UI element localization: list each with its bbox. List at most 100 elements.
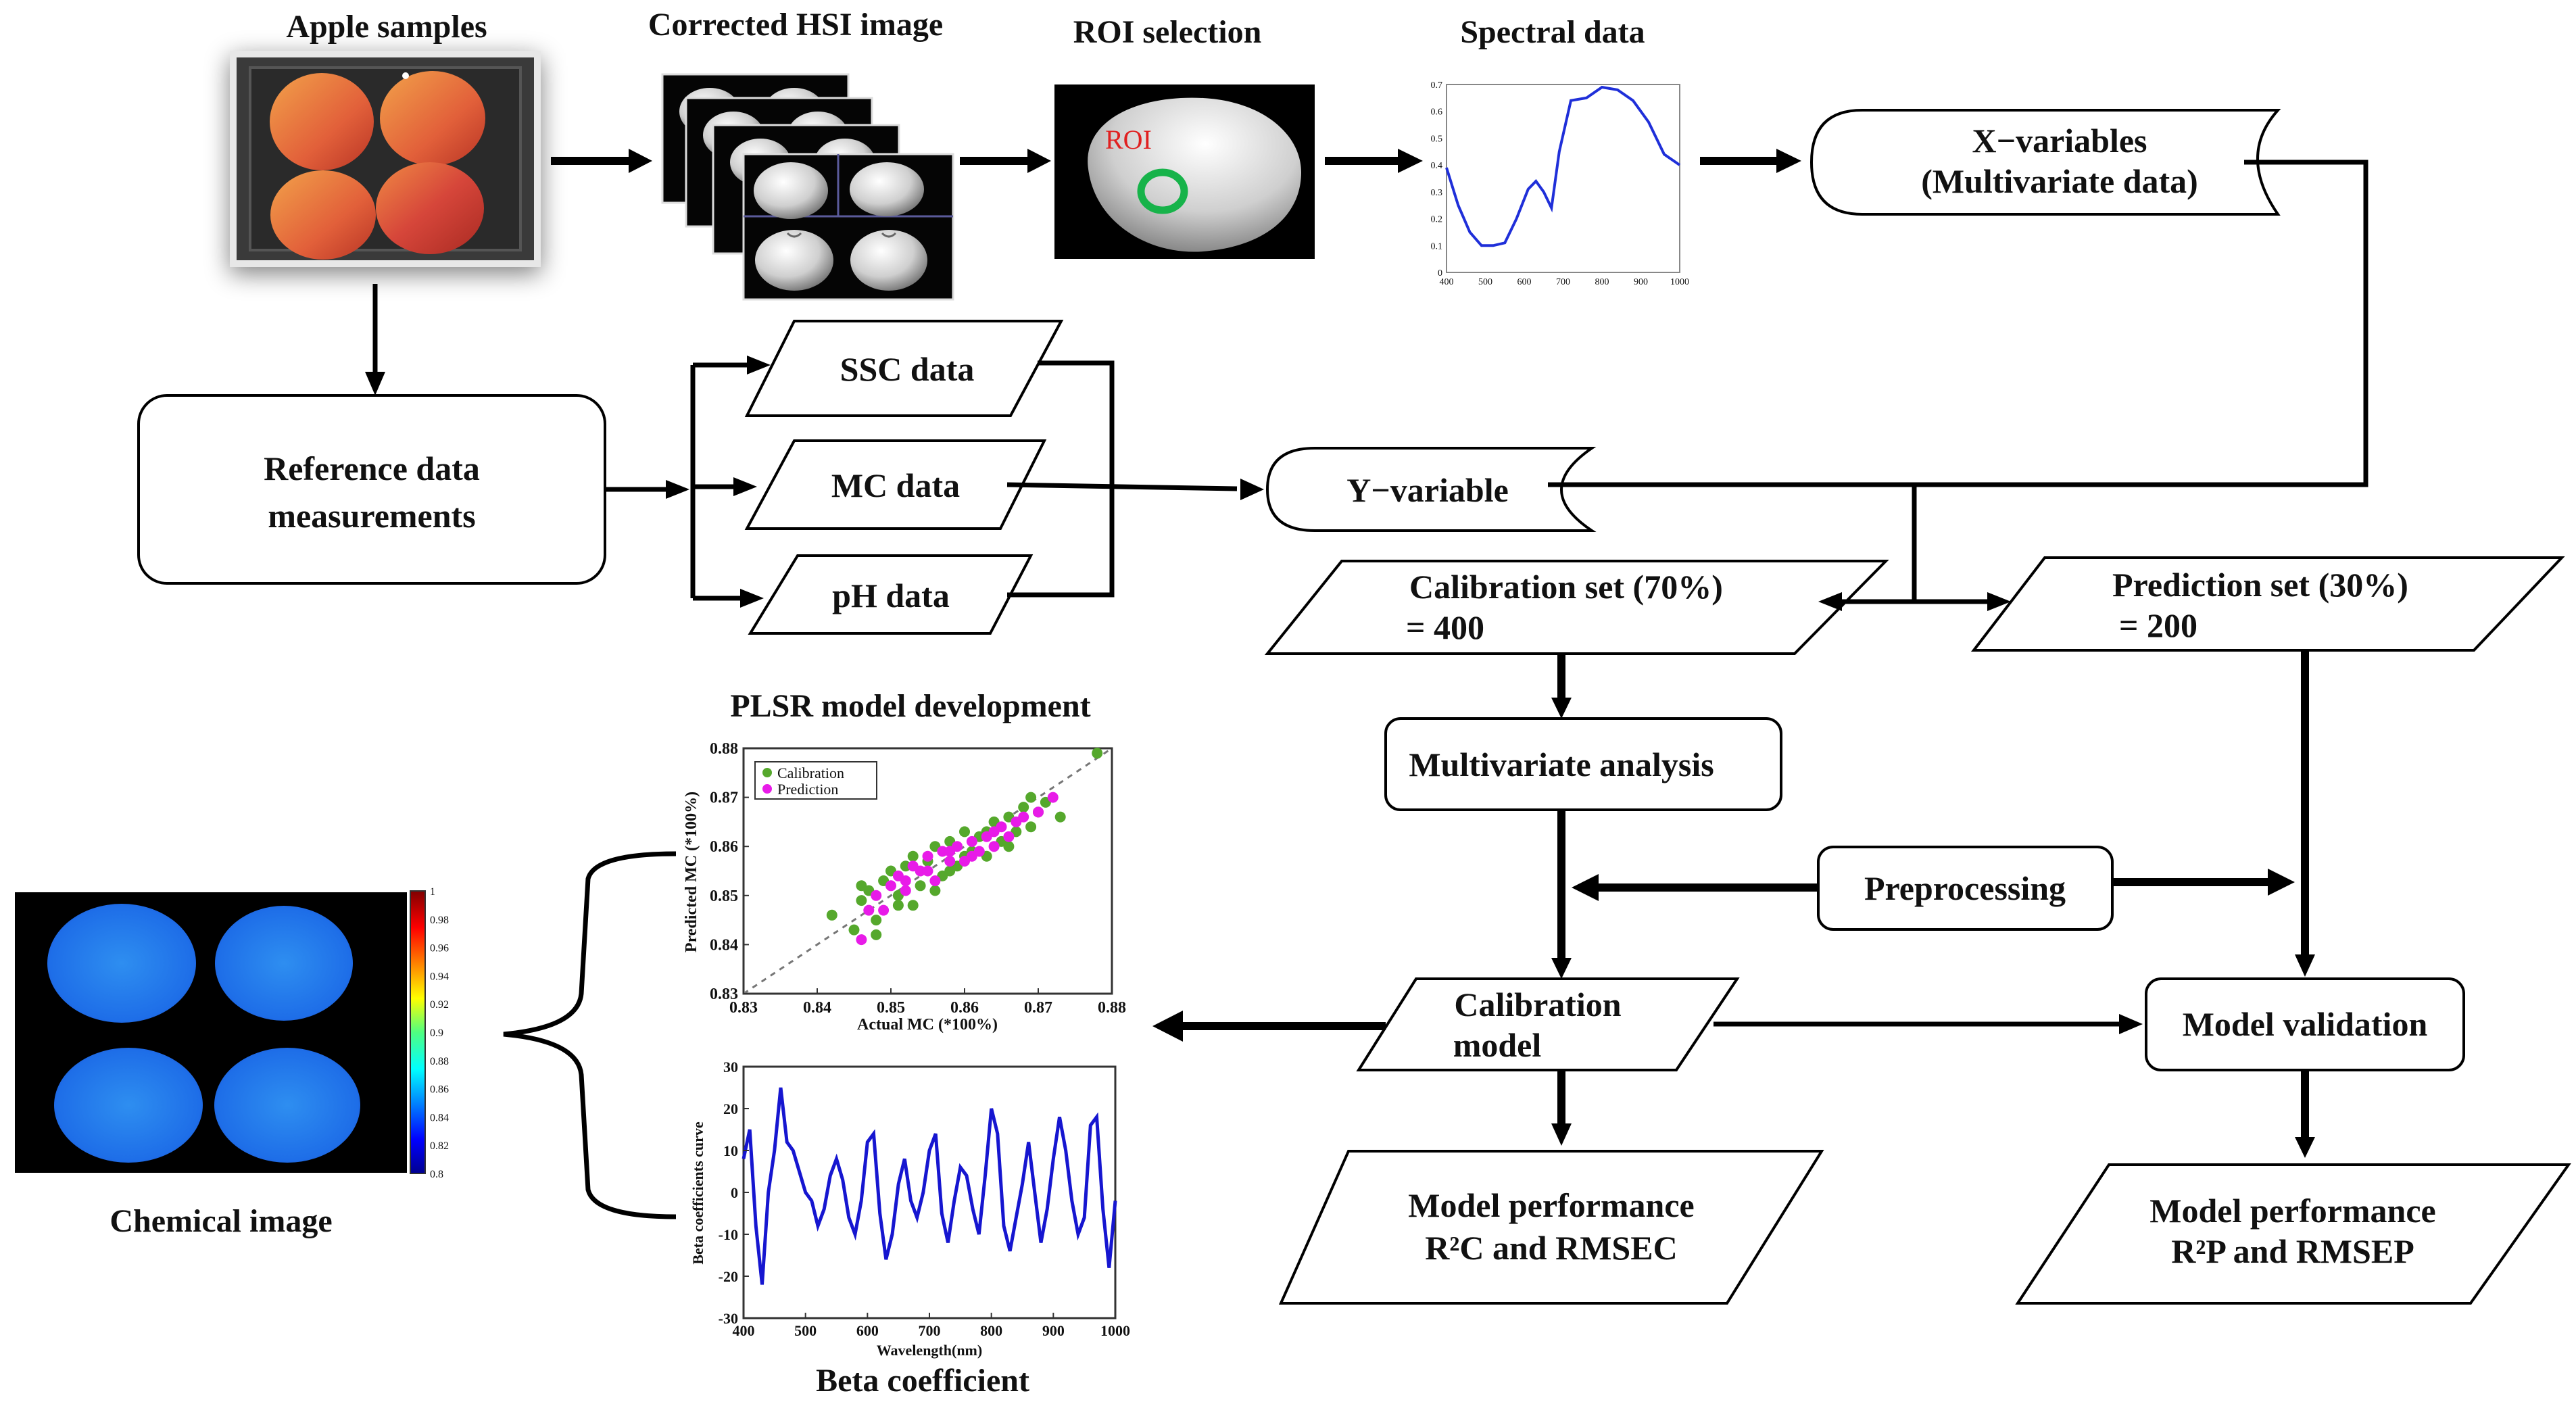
scatter-point-prediction	[944, 846, 956, 857]
scatter-y-tick: 0.84	[710, 936, 738, 954]
preprocessing-label: Preprocessing	[1864, 869, 2066, 907]
colorbar-tick: 0.8	[430, 1169, 443, 1180]
spectral-y-tick: 0.3	[1431, 188, 1443, 198]
scatter-point-prediction	[944, 856, 956, 867]
beta-y-tick: 10	[723, 1142, 738, 1159]
beta-line	[742, 1087, 1117, 1285]
perf-cal-label-2: R²C and RMSEC	[1425, 1229, 1677, 1267]
spectral-y-ticks: 00.10.20.30.40.50.60.7	[1431, 80, 1443, 278]
scatter-point-calibration	[856, 895, 867, 906]
scatter-point-calibration	[848, 924, 860, 936]
beta-x-tick: 900	[1042, 1322, 1065, 1339]
spectral-x-tick: 400	[1440, 277, 1454, 287]
title-roi-selection: ROI selection	[1073, 14, 1262, 50]
calibration-set-count: = 400	[1406, 608, 1484, 646]
beta-y-tick: -30	[719, 1310, 738, 1327]
scatter-point-prediction	[966, 850, 977, 862]
model-validation-box: Model validation	[2145, 977, 2465, 1071]
perf-pred-label-1: Model performance	[2149, 1192, 2435, 1230]
mc-label: MC data	[831, 466, 960, 504]
chemical-image: 10.980.960.940.920.90.880.860.840.820.8	[15, 886, 449, 1180]
scatter-point-prediction	[1003, 831, 1015, 842]
scatter-point-prediction	[922, 850, 933, 862]
colorbar-tick: 0.98	[430, 915, 449, 926]
preprocessing-box: Preprocessing	[1817, 846, 2114, 931]
beta-x-tick: 1000	[1100, 1322, 1130, 1339]
scatter-point-prediction	[966, 835, 977, 847]
scatter-point-calibration	[1025, 792, 1037, 803]
spectral-x-tick: 700	[1556, 277, 1570, 287]
ssc-data-box: SSC data	[744, 320, 1064, 417]
reference-data-box: Reference data measurements	[137, 394, 606, 585]
scatter-point-calibration	[871, 915, 882, 926]
scatter-legend: Calibration Prediction	[754, 761, 877, 800]
prediction-set-count: = 200	[2119, 606, 2197, 644]
colorbar-tick: 0.82	[430, 1140, 449, 1152]
connectors	[365, 149, 2368, 1158]
beta-y-tick: 30	[723, 1059, 738, 1075]
scatter-point-calibration	[929, 885, 941, 896]
title-spectral-data: Spectral data	[1460, 14, 1645, 50]
scatter-xlabel: Actual MC (*100%)	[857, 1016, 998, 1034]
title-chemical-image: Chemical image	[110, 1203, 332, 1239]
prediction-set-box: Prediction set (30%) = 200	[1970, 556, 2565, 652]
colorbar-tick: 0.86	[430, 1084, 449, 1096]
spectral-y-tick: 0	[1438, 268, 1442, 278]
ssc-label: SSC data	[840, 350, 975, 388]
spectral-y-tick: 0.1	[1431, 241, 1443, 251]
scatter-point-prediction	[871, 890, 882, 901]
scatter-x-tick: 0.83	[729, 999, 758, 1017]
colorbar-ticks: 10.980.960.940.920.90.880.860.840.820.8	[430, 886, 449, 1180]
colorbar-tick: 0.88	[430, 1056, 449, 1067]
roi-selection-image: ROI	[1054, 84, 1315, 259]
colorbar-tick: 0.9	[430, 1027, 443, 1039]
scatter-point-prediction	[900, 885, 911, 896]
scatter-y-tick: 0.86	[710, 838, 738, 856]
scatter-point-calibration	[1092, 748, 1103, 759]
scatter-point-calibration	[856, 880, 867, 892]
spectral-x-tick: 500	[1478, 277, 1492, 287]
ph-label: pH data	[832, 577, 950, 614]
legend-label-prediction: Prediction	[777, 781, 838, 798]
scatter-ylabel: Predicted MC (*100%)	[683, 792, 700, 952]
colorbar-tick: 1	[430, 886, 435, 898]
scatter-point-calibration	[907, 850, 919, 862]
scatter-point-prediction	[988, 826, 1000, 838]
chemical-colorbar	[410, 890, 426, 1174]
scatter-point-calibration	[1025, 821, 1037, 833]
spectral-y-tick: 0.4	[1431, 161, 1443, 171]
reference-label-1: Reference data	[264, 450, 480, 487]
apple-samples-image	[230, 51, 541, 267]
scatter-point-prediction	[900, 875, 911, 886]
x-variables-label: X−variables	[1972, 122, 2147, 160]
colorbar-tick: 0.96	[430, 943, 449, 954]
scatter-point-calibration	[1054, 811, 1066, 823]
spectral-y-tick: 0.7	[1431, 80, 1443, 91]
legend-marker-prediction	[762, 784, 772, 794]
legend-marker-calibration	[762, 768, 772, 777]
beta-x-tick: 500	[794, 1322, 817, 1339]
spectral-line	[1445, 85, 1681, 247]
scatter-x-tick: 0.87	[1024, 999, 1052, 1017]
brace	[503, 851, 677, 1219]
corrected-hsi-image-stack	[661, 73, 954, 301]
title-corrected-hsi: Corrected HSI image	[648, 7, 943, 43]
reference-label-2: measurements	[268, 497, 475, 535]
scatter-point-prediction	[922, 865, 933, 877]
scatter-y-tick: 0.88	[710, 740, 738, 758]
scatter-y-tick: 0.87	[710, 790, 738, 807]
calibration-set-label: Calibration set (70%)	[1409, 568, 1723, 606]
colorbar-tick: 0.94	[430, 971, 449, 982]
beta-x-tick: 400	[733, 1322, 755, 1339]
prediction-set-label: Prediction set (30%)	[2112, 566, 2408, 604]
perf-cal-label-1: Model performance	[1408, 1186, 1694, 1224]
scatter-x-tick: 0.84	[803, 999, 831, 1017]
beta-ylabel: Beta coefficients curve	[689, 1121, 706, 1265]
calibration-set-box: Calibration set (70%) = 400	[1264, 560, 1889, 655]
